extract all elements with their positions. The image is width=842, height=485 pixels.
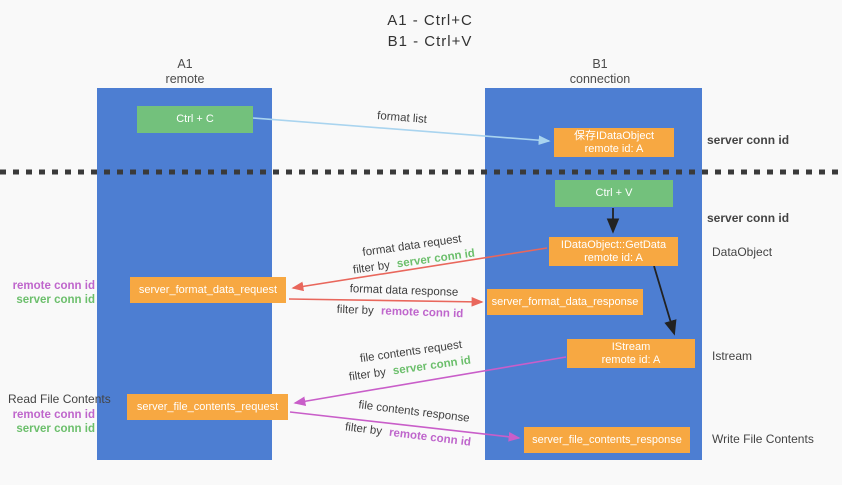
- label-dataobject: DataObject: [712, 245, 773, 259]
- diagram-title: A1 - Ctrl+C B1 - Ctrl+V: [300, 10, 560, 52]
- lane-b1-subtitle: connection: [569, 72, 631, 86]
- label-filter-by-remote-conn-id-2: filter by remote conn id: [344, 421, 471, 448]
- filter-by-text: filter by: [344, 421, 383, 438]
- node-server-file-contents-response: server_file_contents_response: [524, 427, 690, 453]
- node-istream-line1: IStream: [611, 340, 651, 353]
- node-getdata-line1: IDataObject::GetData: [560, 238, 667, 251]
- node-format-request-label: server_format_data_request: [138, 283, 278, 296]
- node-ctrl-v: Ctrl + V: [555, 180, 673, 207]
- lane-a1-subtitle: remote: [165, 72, 205, 86]
- title-line-1: A1 - Ctrl+C: [387, 12, 473, 29]
- node-server-format-data-request: server_format_data_request: [130, 277, 286, 303]
- node-file-request-label: server_file_contents_request: [136, 400, 279, 413]
- node-file-response-label: server_file_contents_response: [532, 433, 682, 446]
- filter-by-text: filter by: [352, 259, 391, 277]
- node-ctrl-v-label: Ctrl + V: [595, 187, 633, 199]
- node-server-format-data-response: server_format_data_response: [487, 289, 643, 315]
- lane-a1-name: A1: [177, 57, 193, 71]
- filter-by-text: filter by: [348, 366, 387, 384]
- lane-b1-name: B1: [592, 57, 608, 71]
- arrow-format-data-response: [288, 297, 484, 307]
- label-format-list: format list: [376, 110, 428, 126]
- label-server-conn-id-left-2: server conn id: [16, 423, 95, 435]
- node-ctrl-c: Ctrl + C: [137, 106, 253, 133]
- title-line-2: B1 - Ctrl+V: [387, 33, 473, 50]
- node-getdata-line2: remote id: A: [584, 251, 643, 264]
- label-filter-by-remote-conn-id-1: filter by remote conn id: [336, 304, 463, 320]
- label-write-file-contents: Write File Contents: [712, 432, 814, 446]
- filter-by-text: filter by: [336, 303, 374, 318]
- label-server-conn-id-right-mid: server conn id: [707, 211, 790, 225]
- label-file-contents-response: file contents response: [357, 399, 471, 425]
- node-idataobject-getdata: IDataObject::GetData remote id: A: [549, 237, 678, 266]
- label-remote-conn-id-left-1: remote conn id: [12, 280, 95, 292]
- label-server-conn-id-left-1: server conn id: [16, 294, 95, 306]
- label-istream: Istream: [712, 349, 753, 363]
- node-save-dataobject-line2: remote id: A: [584, 142, 644, 155]
- node-istream: IStream remote id: A: [567, 339, 695, 368]
- lane-header-a1: A1 remote: [125, 57, 245, 87]
- remote-conn-id-highlight: remote conn id: [380, 305, 464, 321]
- left-conn-id-group-1: remote conn id server conn id: [5, 279, 95, 307]
- label-remote-conn-id-left-2: remote conn id: [12, 409, 95, 421]
- lane-header-b1: B1 connection: [540, 57, 660, 87]
- label-read-file-contents: Read File Contents: [8, 392, 111, 406]
- label-format-data-response: format data response: [349, 283, 459, 299]
- node-istream-line2: remote id: A: [601, 353, 661, 366]
- remote-conn-id-highlight: remote conn id: [388, 426, 472, 449]
- node-save-dataobject: 保存IDataObject remote id: A: [554, 128, 674, 157]
- node-save-dataobject-line1: 保存IDataObject: [573, 129, 655, 142]
- left-conn-id-group-2: remote conn id server conn id: [5, 408, 95, 436]
- label-server-conn-id-right-top: server conn id: [707, 133, 790, 147]
- node-ctrl-c-label: Ctrl + C: [176, 113, 214, 125]
- node-server-file-contents-request: server_file_contents_request: [127, 394, 288, 420]
- node-format-response-label: server_format_data_response: [491, 295, 639, 308]
